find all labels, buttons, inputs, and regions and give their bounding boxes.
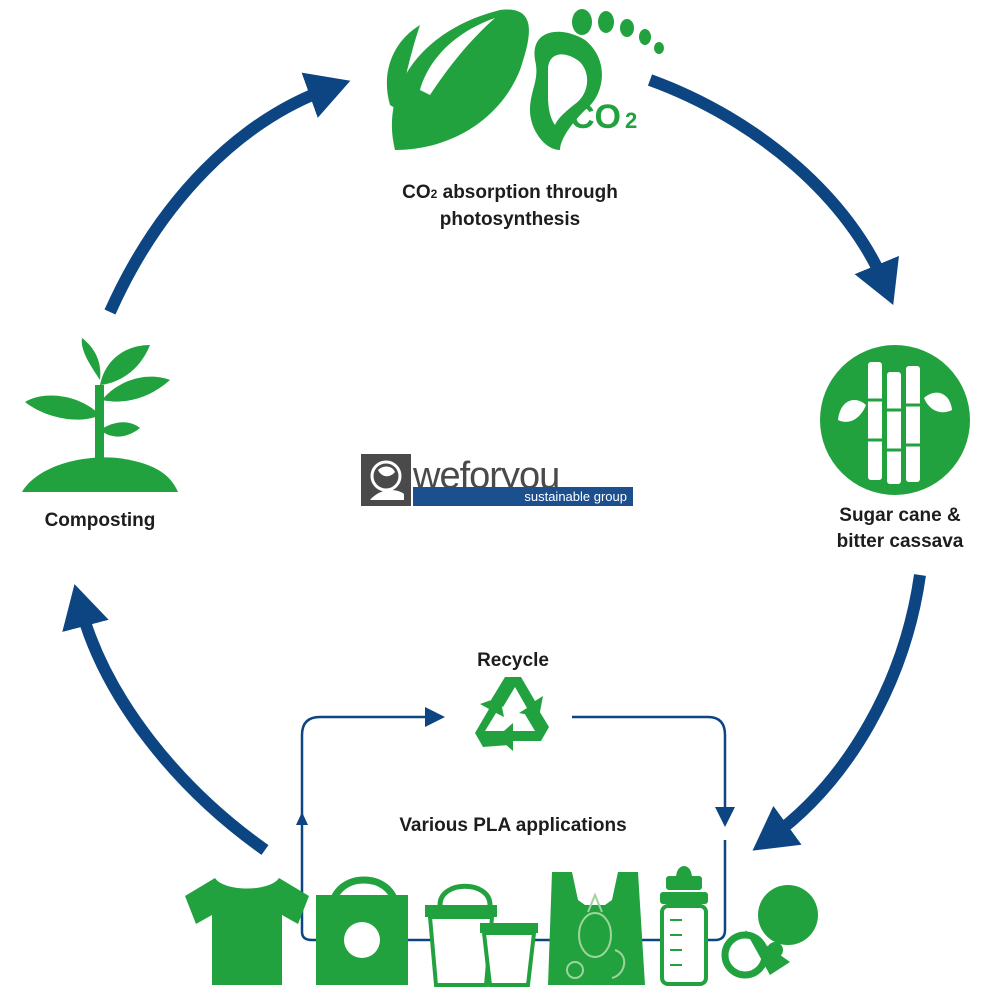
recycle-loop-tick-up	[296, 812, 308, 825]
sprout-icon	[22, 338, 178, 492]
recycle-icon	[475, 677, 549, 751]
t-shirt-icon	[185, 878, 309, 985]
weforyou-logo: weforyou sustainable group	[361, 454, 633, 506]
shopping-bag-icon	[548, 872, 645, 985]
crops-label: Sugar cane & bitter cassava	[815, 503, 985, 555]
recycle-loop-up	[300, 707, 445, 932]
cycle-arrow-co2-to-crops	[647, 74, 899, 305]
svg-text:sustainable group: sustainable group	[524, 489, 627, 504]
applications-label: Various PLA applications	[399, 815, 627, 836]
cups-icon	[425, 883, 538, 987]
cycle-arrow-crops-to-applications	[752, 574, 926, 851]
recycle-loop-bottom	[300, 840, 727, 942]
crops-line1: Sugar cane &	[839, 505, 961, 526]
co2-absorption-line1: CO2 absorption through	[402, 182, 618, 203]
recycle-loop-down	[572, 715, 735, 827]
svg-text:CO2: CO2	[570, 98, 637, 136]
crops-line2: bitter cassava	[836, 531, 964, 552]
recycle-label: Recycle	[477, 650, 549, 671]
baby-bottle-icon	[660, 866, 708, 986]
tote-bag-icon	[316, 876, 408, 985]
composting-label: Composting	[44, 510, 156, 531]
cycle-arrow-applications-to-composting	[62, 584, 269, 855]
co2-absorption-label: CO2 absorption through photosynthesis	[360, 180, 660, 233]
cycle-arrow-composting-to-co2	[104, 72, 351, 315]
pacifier-icon	[721, 885, 818, 979]
co2-absorption-line2: photosynthesis	[439, 209, 581, 230]
sugar-cane-icon	[820, 345, 970, 495]
